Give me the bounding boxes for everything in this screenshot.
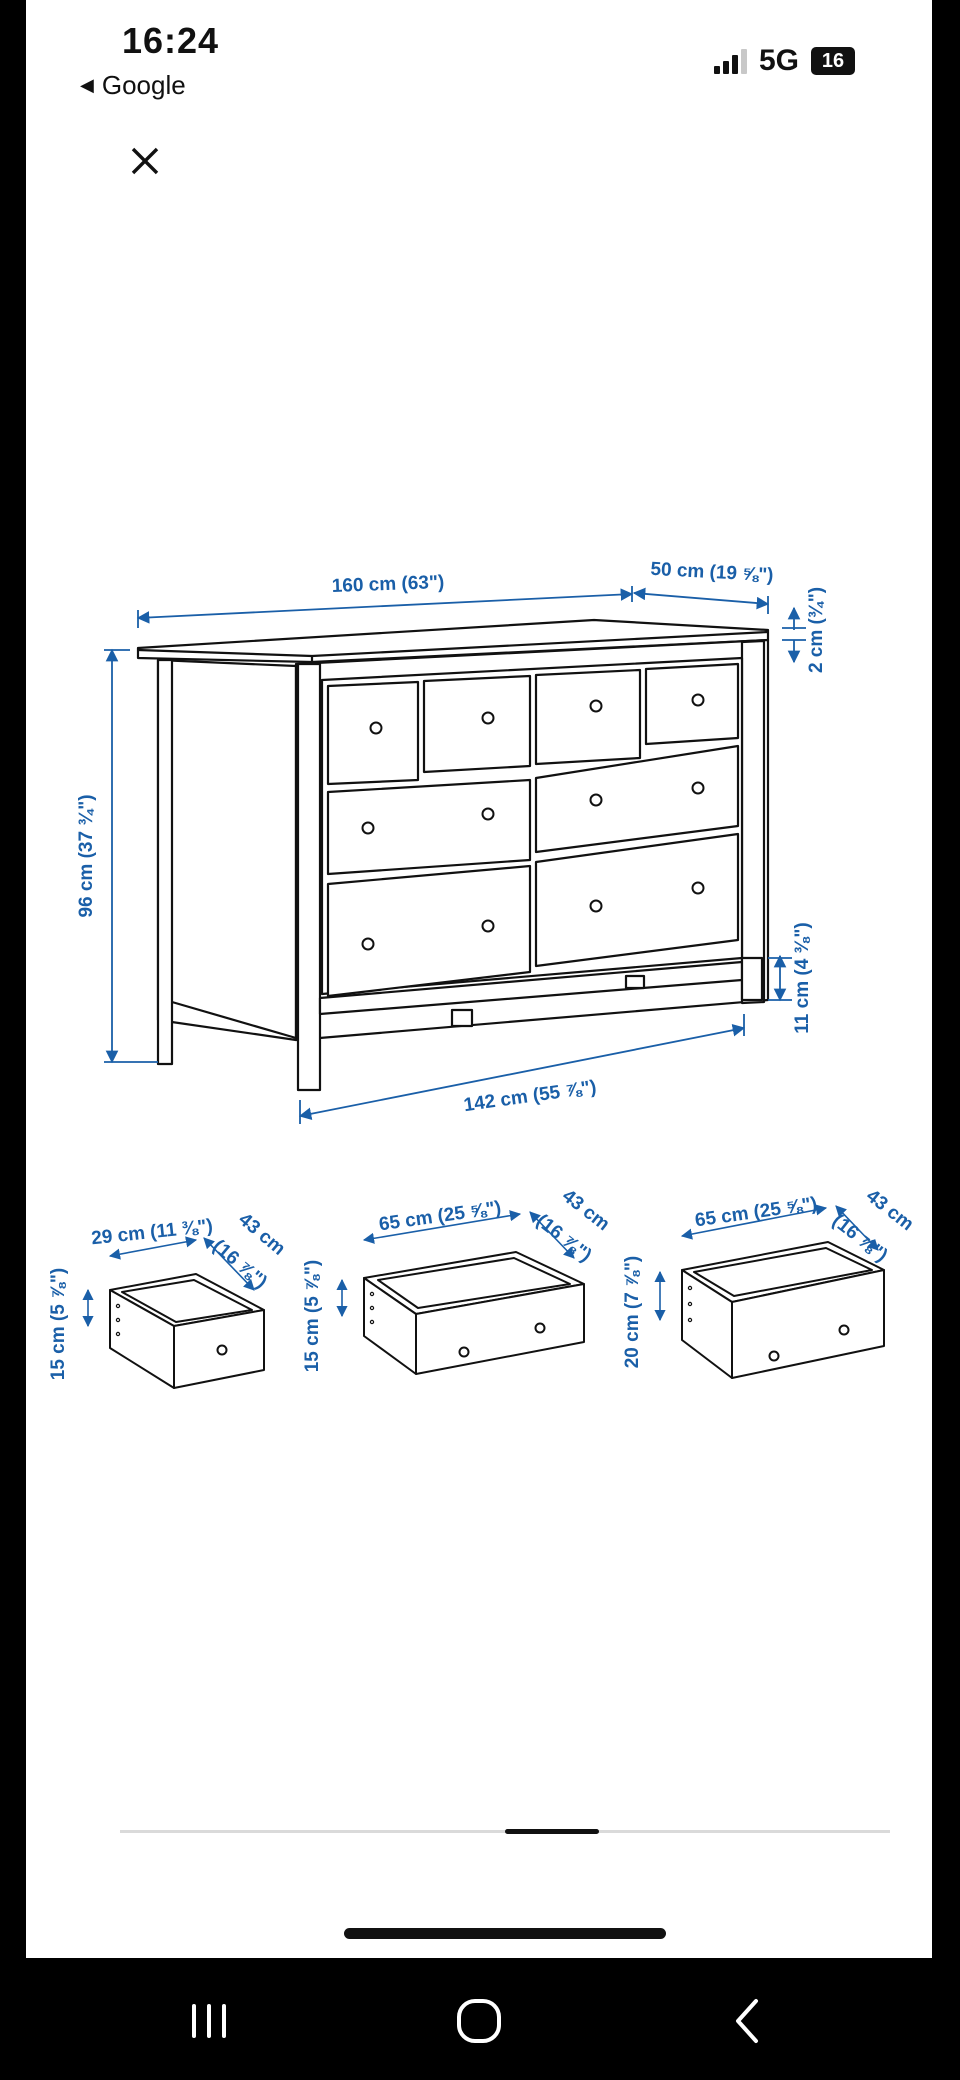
recent-apps-icon xyxy=(192,2004,226,2038)
product-dimensions-image: 160 cm (63") 50 cm (19 ⅝") 2 cm (¾") 96 … xyxy=(48,559,917,1389)
dresser-depth-label: 50 cm (19 ⅝") xyxy=(650,559,774,586)
drawer-1-width-label: 29 cm (11 ⅜") xyxy=(90,1216,214,1250)
image-carousel-progress[interactable] xyxy=(120,1829,890,1834)
dresser-illustration xyxy=(136,618,770,1092)
drawer-2-width-label: 65 cm (25 ⅝") xyxy=(378,1198,503,1236)
dresser-width-label: 160 cm (63") xyxy=(331,572,444,597)
drawer-small-illustration xyxy=(109,1273,265,1389)
top-thickness-label: 2 cm (¾") xyxy=(806,587,827,673)
status-indicators: 5G 16 xyxy=(714,44,856,78)
drawer-tall-illustration xyxy=(681,1241,885,1379)
back-chevron-icon xyxy=(736,1999,758,2043)
app-screen: 16:24 ◀ Google 5G 16 xyxy=(26,0,932,1958)
back-triangle-icon: ◀ xyxy=(80,75,94,95)
close-x-icon xyxy=(131,147,159,175)
system-navigation-bar xyxy=(0,1958,960,2080)
dresser-dimension-lines xyxy=(104,586,806,1124)
drawer-wide-illustration xyxy=(363,1251,585,1375)
drawer-3-width-label: 65 cm (25 ⅝") xyxy=(694,1194,819,1232)
base-height-label: 11 cm (4 ⅜") xyxy=(792,922,813,1033)
signal-strength-icon xyxy=(714,48,747,74)
status-time: 16:24 xyxy=(122,20,220,61)
close-button[interactable] xyxy=(122,138,168,184)
network-type: 5G xyxy=(759,44,800,77)
drawer-knobs xyxy=(361,693,705,951)
home-indicator-bar[interactable] xyxy=(344,1928,666,1939)
home-icon xyxy=(457,1999,501,2043)
inner-width-label: 142 cm (55 ⅞") xyxy=(462,1077,597,1116)
system-back-button[interactable] xyxy=(712,1986,782,2056)
drawer-3-depth-label: 43 cm xyxy=(862,1186,917,1236)
recent-apps-button[interactable] xyxy=(174,1986,244,2056)
drawer-2-height-label: 15 cm (5 ⅞") xyxy=(302,1260,323,1373)
dresser-height-label: 96 cm (37 ¾") xyxy=(76,794,97,917)
drawer-1-height-label: 15 cm (5 ⅞") xyxy=(48,1268,69,1381)
drawer-3-height-label: 20 cm (7 ⅞") xyxy=(622,1256,643,1369)
battery-level: 16 xyxy=(811,47,856,75)
back-link-label: Google xyxy=(101,70,186,100)
home-button[interactable] xyxy=(444,1986,514,2056)
back-to-google-link[interactable]: ◀ Google xyxy=(80,70,186,101)
carousel-position-indicator xyxy=(505,1829,599,1834)
